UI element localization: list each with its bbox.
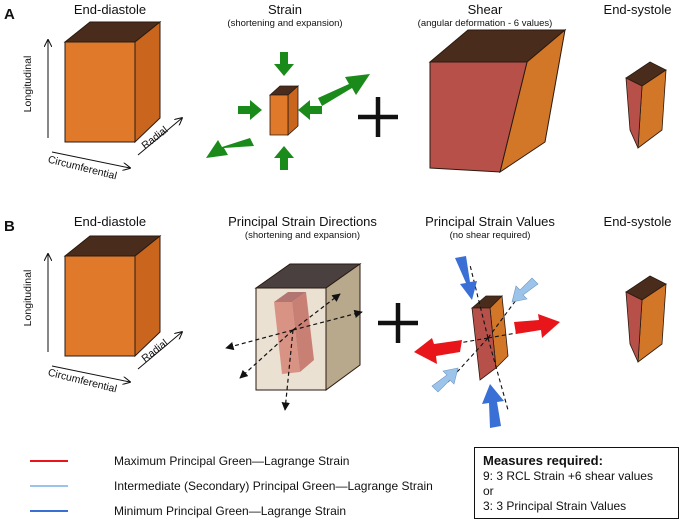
int-strain-arrow-top xyxy=(511,277,539,303)
strain-arrow-up xyxy=(274,146,294,170)
a-strain-cube xyxy=(268,85,300,136)
legend-line-min xyxy=(30,509,68,513)
a-shear-subtitle: (angular deformation - 6 values) xyxy=(417,18,553,29)
b-principal-values-title: Principal Strain Values xyxy=(425,214,555,229)
panel-a-label: A xyxy=(4,6,15,23)
b-end-systole-shape xyxy=(625,275,667,363)
a-axis-circumferential-arrow xyxy=(51,151,130,168)
a-shear-title: Shear xyxy=(467,2,503,17)
a-shear-cube xyxy=(428,28,567,174)
b-axis-radial-arrow xyxy=(137,332,182,370)
strain-arrow-left xyxy=(298,100,322,120)
a-strain-subtitle: (shortening and expansion) xyxy=(227,18,343,29)
a-end-systole-shape xyxy=(625,61,667,149)
strain-arrow-down xyxy=(274,52,294,76)
b-end-systole-title: End-systole xyxy=(603,214,672,229)
a-end-diastole-title: End-diastole xyxy=(73,2,147,17)
b-end-diastole-title: End-diastole xyxy=(73,214,147,229)
a-end-systole-title: End-systole xyxy=(603,2,672,17)
b-principal-directions-subtitle: (shortening and expansion) xyxy=(244,230,361,241)
measures-box: Measures required: 9: 3 RCL Strain +6 sh… xyxy=(474,447,679,519)
strain-arrow-right xyxy=(238,100,262,120)
b-end-diastole-cube xyxy=(63,234,162,358)
legend-item-intermediate: Intermediate (Secondary) Principal Green… xyxy=(30,477,433,495)
panel-b-label: B xyxy=(4,218,15,235)
legend-line-intermediate xyxy=(30,484,68,488)
a-axis-radial-arrow xyxy=(137,118,182,156)
b-principal-direction-lines xyxy=(225,293,363,411)
legend-item-max: Maximum Principal Green—Lagrange Strain xyxy=(30,452,349,470)
int-strain-arrow-bottom xyxy=(431,367,459,393)
b-plus-operator xyxy=(378,303,418,343)
b-principal-directions-cube xyxy=(254,263,362,391)
max-strain-arrow-right xyxy=(514,314,560,338)
strain-arrow-expand-sw xyxy=(206,138,254,158)
legend-label-min: Minimum Principal Green—Lagrange Strain xyxy=(114,504,347,518)
b-principal-values-cube xyxy=(470,295,509,381)
legend-label-intermediate: Intermediate (Secondary) Principal Green… xyxy=(114,479,433,493)
measures-line-3: 3: 3 Principal Strain Values xyxy=(483,499,627,513)
legend-item-min: Minimum Principal Green—Lagrange Strain xyxy=(30,502,346,520)
min-strain-arrow-top xyxy=(455,256,477,300)
max-strain-arrow-left xyxy=(414,338,462,364)
b-axis-circumferential-arrow xyxy=(51,365,130,382)
min-strain-arrow-bottom xyxy=(482,384,504,428)
a-end-diastole-cube xyxy=(63,20,162,144)
b-principal-values-subtitle: (no shear required) xyxy=(449,230,531,241)
a-strain-title: Strain xyxy=(268,2,302,17)
a-strain-arrows xyxy=(206,52,370,170)
measures-line-1: 9: 3 RCL Strain +6 shear values xyxy=(483,469,653,483)
strain-arrow-expand-ne xyxy=(318,74,370,106)
legend-line-max xyxy=(30,459,68,463)
measures-line-2: or xyxy=(483,484,494,498)
b-principal-directions-title: Principal Strain Directions xyxy=(228,214,377,229)
legend-label-max: Maximum Principal Green—Lagrange Strain xyxy=(114,454,350,468)
a-plus-operator xyxy=(358,97,398,137)
measures-heading: Measures required: xyxy=(483,453,603,468)
